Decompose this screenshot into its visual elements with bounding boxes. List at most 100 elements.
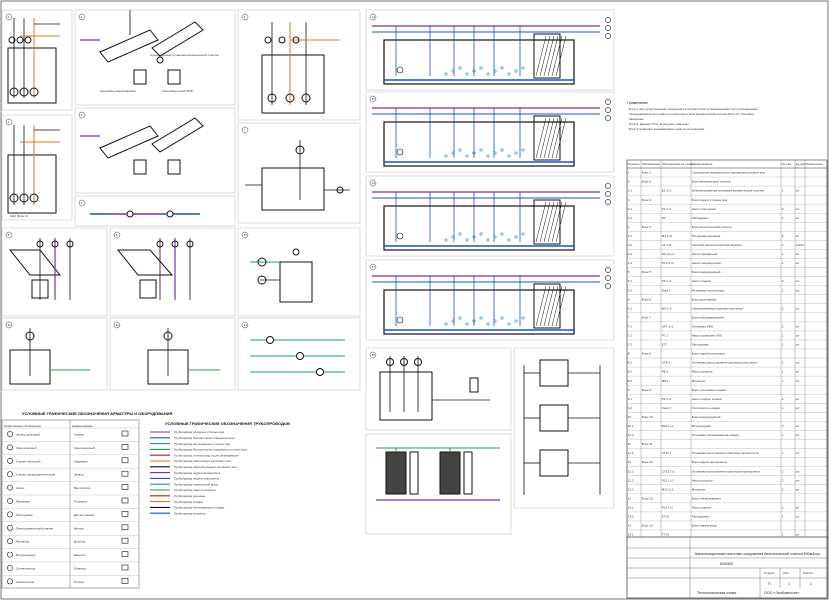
spec-cell: шт bbox=[796, 397, 800, 401]
spec-cell: Блок подачи флокулянта bbox=[692, 460, 727, 464]
spec-cell: 1 bbox=[782, 533, 784, 537]
spec-cell: 13 bbox=[628, 496, 632, 500]
spec-cell: 4.3 bbox=[628, 252, 633, 256]
panel-bioreactor-4 bbox=[365, 259, 615, 341]
spec-cell: Система мелкопузырчатой аэрации bbox=[692, 243, 742, 247]
spec-cell: Т714 bbox=[662, 533, 669, 537]
panel-tag: 5 bbox=[78, 199, 86, 207]
pipeline-legend-label: Трубопровод сточных вод после дезинфекци… bbox=[174, 453, 239, 457]
note-line: Блок 3 позволяет резервировать один из с… bbox=[629, 127, 705, 131]
title-stage-label: Стадия bbox=[764, 571, 775, 575]
panel-tank-3 bbox=[1, 317, 108, 391]
spec-cell: Р7.1 bbox=[662, 334, 669, 338]
spec-cell: Установка приготовления раствора флокуля… bbox=[692, 451, 759, 455]
pipeline-legend-row: Трубопровод сточных вод после дезинфекци… bbox=[150, 453, 239, 457]
panel-pump-tank-1 bbox=[237, 9, 361, 121]
spec-cell: 1 bbox=[782, 189, 784, 193]
spec-cell: шт bbox=[796, 424, 800, 428]
spec-cell: Насос подачи bbox=[692, 279, 712, 283]
pipeline-legend-row: Трубопровод избыточного активного ила bbox=[150, 459, 231, 463]
panel-tag: 4 bbox=[78, 111, 86, 119]
spec-cell: шт bbox=[796, 279, 800, 283]
panel-bioreactor-2 bbox=[365, 91, 615, 173]
spec-cell: шт bbox=[796, 533, 800, 537]
spec-cell: 1 bbox=[782, 288, 784, 292]
panel-tag-number: 9 bbox=[116, 233, 118, 237]
spec-cell: шт bbox=[796, 288, 800, 292]
panel-pump-group bbox=[237, 317, 361, 391]
spec-cell: Блок 9 bbox=[642, 388, 652, 392]
spec-cell: шт bbox=[796, 487, 800, 491]
spec-cell: Расходомер bbox=[692, 216, 709, 220]
pipeline-legend-label: Трубопровод сжатого воздуха bbox=[174, 488, 216, 492]
pipeline-legend-label: Трубопровод подачи коагулянта bbox=[174, 477, 219, 481]
panel-tag-number: 2 bbox=[8, 120, 10, 124]
spec-cell: 2 bbox=[782, 207, 784, 211]
spec-cell: 7 bbox=[628, 315, 630, 319]
armature-name-right: Дозатор bbox=[74, 540, 86, 544]
spec-cell: 8.2 bbox=[628, 370, 633, 374]
spec-cell: Р4.1.1÷4 bbox=[662, 252, 674, 256]
spec-cell: 8.1 bbox=[628, 361, 633, 365]
spec-cell: Блок 7 bbox=[642, 315, 652, 319]
spec-cell: 2 bbox=[782, 478, 784, 482]
spec-cell: В10.1÷3 bbox=[662, 424, 673, 428]
panel-tag: 6 bbox=[241, 13, 249, 21]
spec-cell: 6 bbox=[628, 297, 630, 301]
spec-cell: 4.1 bbox=[628, 234, 633, 238]
spec-cell: 11 bbox=[628, 442, 631, 446]
panel-bioreactor-1 bbox=[365, 9, 615, 91]
armature-name-right: Фильтр bbox=[74, 526, 84, 530]
pipeline-legend-row: Трубопровод биологически очищенных сточн… bbox=[150, 448, 247, 452]
spec-cell: 10.2 bbox=[628, 433, 634, 437]
spec-cell: шт bbox=[796, 334, 800, 338]
pipeline-legend-row: Трубопровод сжатого воздуха bbox=[150, 488, 216, 492]
panel-tag: 18 bbox=[369, 351, 377, 359]
spec-header: Наименование bbox=[692, 162, 713, 166]
spec-cell: 14 bbox=[628, 524, 632, 528]
spec-cell: 5.2 bbox=[628, 288, 633, 292]
spec-cell: 10.1 bbox=[628, 424, 634, 428]
spec-cell: шт bbox=[796, 451, 800, 455]
panel-tag-number: 6 bbox=[244, 15, 246, 19]
title-sheets: 1 bbox=[810, 582, 812, 586]
mech-label: Существующая установка механической очис… bbox=[150, 53, 219, 57]
spec-cell: Блок подачи воды bbox=[692, 524, 717, 528]
spec-cell: 3 bbox=[628, 198, 630, 202]
spec-cell: 1 bbox=[782, 451, 784, 455]
panel-tag-number: 8 bbox=[8, 233, 10, 237]
panel-tank-small bbox=[237, 122, 361, 224]
pipeline-legend-label: Трубопровод избыточного активного ила bbox=[174, 459, 231, 463]
panel-tag-number: 3 bbox=[81, 15, 83, 19]
spec-cell: 7.3 bbox=[628, 343, 633, 347]
spec-cell: 3.1 bbox=[628, 207, 633, 211]
spec-cell: Блок 13 bbox=[642, 496, 653, 500]
spec-cell: Блок обезвоживания bbox=[692, 496, 721, 500]
spec-cell: Р8.1 bbox=[662, 370, 669, 374]
spec-cell: СТ8.1 bbox=[662, 361, 670, 365]
panel-sludge-line bbox=[513, 347, 615, 509]
spec-header: Примечание bbox=[806, 162, 824, 166]
panel-pressure-2 bbox=[109, 227, 236, 317]
title-stage: П bbox=[768, 582, 771, 586]
spec-cell: 2 bbox=[782, 505, 784, 509]
spec-cell: 10 bbox=[628, 415, 632, 419]
spec-header: Обозначение bbox=[642, 162, 661, 166]
armature-name-left: Манометр bbox=[16, 500, 31, 504]
